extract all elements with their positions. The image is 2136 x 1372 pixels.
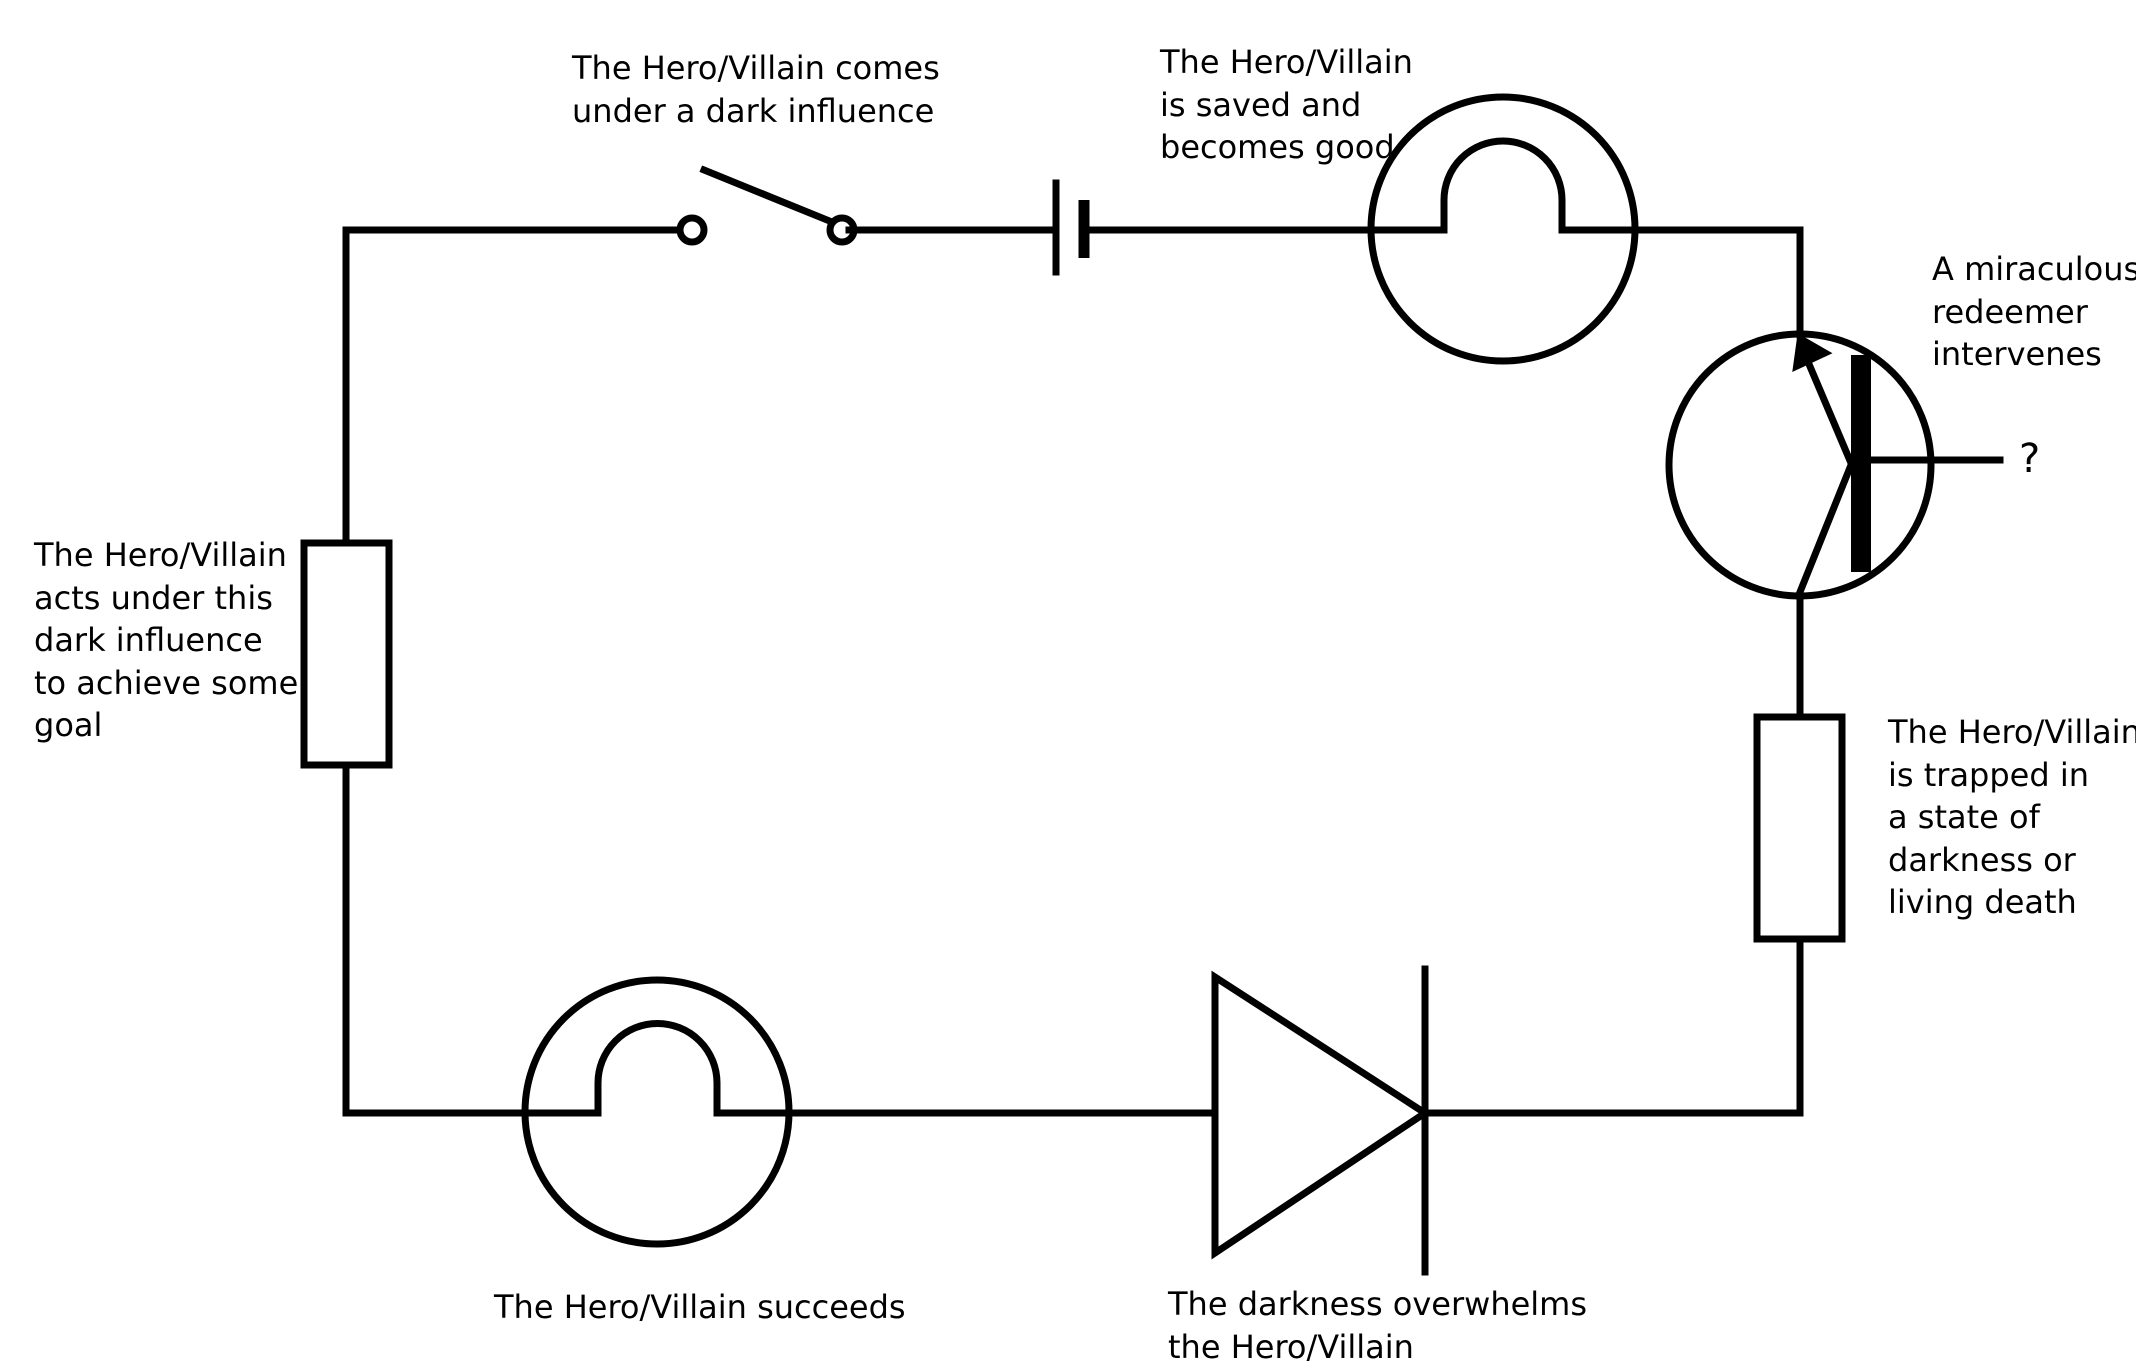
transistor-collector-lead	[1795, 460, 1856, 597]
switch-terminal-left	[676, 214, 708, 246]
label-trapped: The Hero/Villain is trapped in a state o…	[1888, 713, 2136, 921]
diode-triangle	[1211, 970, 1432, 1260]
lamp-bottom-symbol	[521, 976, 793, 1248]
lamp-top-symbol	[1367, 93, 1639, 365]
label-succeeds: The Hero/Villain succeeds	[494, 1288, 906, 1326]
label-saved: The Hero/Villain is saved and becomes go…	[1160, 43, 1413, 166]
label-redeemer: A miraculous redeemer intervenes	[1932, 250, 2136, 373]
wire-lamp-to-transistor	[1558, 226, 1804, 339]
label-acts: The Hero/Villain acts under this dark in…	[34, 536, 299, 744]
transistor-emitter-lead	[1798, 345, 1856, 468]
switch-terminal-right	[826, 214, 858, 246]
circuit-wires	[342, 226, 1804, 1117]
lamp-bottom-filament	[521, 1020, 721, 1117]
transistor-base-bar	[1851, 355, 1871, 572]
switch-symbol	[676, 165, 858, 246]
wire-top-left	[342, 226, 684, 546]
lamp-top-filament	[1368, 137, 1638, 234]
switch-lever	[699, 165, 837, 227]
wire-left-lower	[342, 762, 529, 1117]
wire-resistor-to-diode	[1421, 936, 1804, 1117]
battery-symbol	[1052, 179, 1090, 276]
label-overwhelms: The darkness overwhelms the Hero/Villain	[1168, 1285, 1588, 1366]
diode-symbol	[1211, 965, 1432, 1276]
transistor-arrow-icon	[1792, 333, 1833, 373]
transistor-symbol	[1665, 330, 2004, 600]
unknown-output-label: ?	[2019, 436, 2041, 482]
resistor-right	[1753, 713, 1846, 943]
label-dark-influence: The Hero/Villain comes under a dark infl…	[572, 49, 940, 130]
resistor-left	[300, 539, 393, 769]
transistor-circle	[1665, 330, 1935, 600]
